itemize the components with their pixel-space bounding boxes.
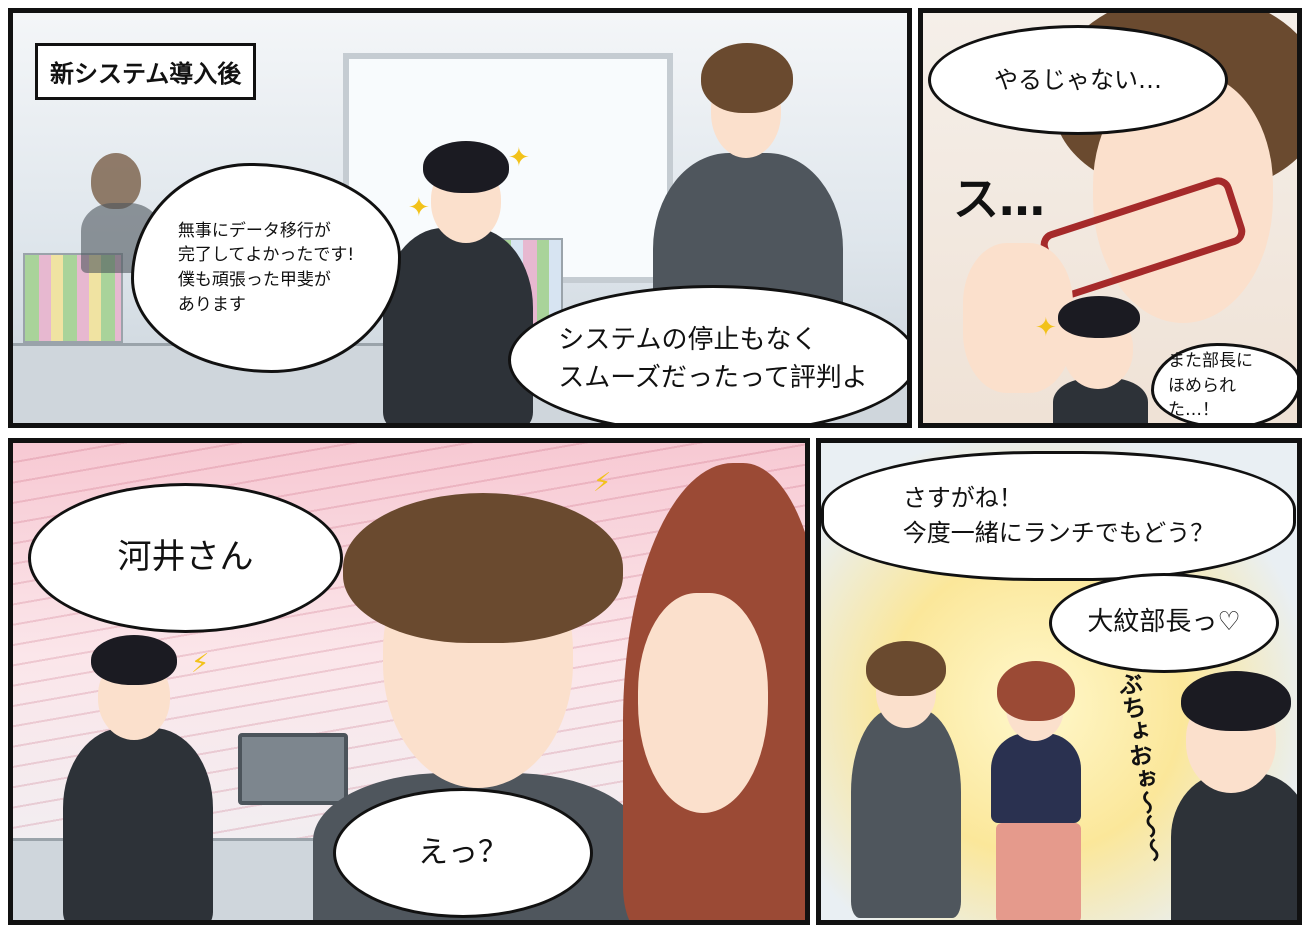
speech-bubble-manager: システムの停止もなく スムーズだったって評判よ [508,285,907,423]
sparkle-icon: ✦ [1035,313,1057,343]
bubble-text: さすがね！ 今度一緒にランチでもどう？ [902,484,1215,547]
speech-bubble-manager: さすがね！ 今度一緒にランチでもどう？ [821,451,1296,581]
bubble-text: 大紋部長っ♡ [1087,607,1241,638]
sparkle-icon: ✦ [408,193,430,223]
bubble-text: やるじゃない… [994,65,1162,94]
speech-bubble-reply: えっ？ [333,788,593,918]
panel-lunch-invitation: ぶちょおぉ〜〜〜 さすがね！ 今度一緒にランチでもどう？ 大紋部長っ♡ [816,438,1302,925]
speech-bubble-call: 河井さん [28,483,343,633]
bubble-text: また部長に ほめられた…！ [1168,351,1253,421]
thought-bubble-young-man: また部長に ほめられた…！ [1151,343,1297,423]
shock-mark-icon: ⚡ [191,649,210,679]
bubble-text: 河井さん [117,537,254,578]
laptop [238,733,348,805]
bubble-text: えっ？ [418,835,508,871]
panel-office-after-migration: ✦ ✦ 新システム導入後 無事にデータ移行が 完了してよかったです! 僕も頑張っ… [8,8,912,428]
crying-sound-effect: ぶちょおぉ〜〜〜 [1112,670,1168,865]
panel-calling-kawai: ⚡ ⚡ 河井さん えっ？ [8,438,810,925]
speech-bubble-young-man: 無事にデータ移行が 完了してよかったです! 僕も頑張った甲斐が あります [131,163,401,373]
sound-effect: ス… [953,172,1045,226]
speech-bubble-manager: やるじゃない… [928,25,1228,135]
manager-hand [963,243,1073,393]
bubble-text: 無事にデータ移行が 完了してよかったです! 僕も頑張った甲斐が あります [177,220,355,315]
speech-bubble-woman: 大紋部長っ♡ [1049,573,1279,673]
scene-caption: 新システム導入後 [35,43,257,100]
surprise-mark-icon: ⚡ [593,468,612,498]
bubble-text: システムの停止もなく スムーズだったって評判よ [558,325,868,393]
panel-glasses-closeup: ス… ✦ やるじゃない… また部長に ほめられた…！ [918,8,1302,428]
sparkle-icon: ✦ [508,143,530,173]
